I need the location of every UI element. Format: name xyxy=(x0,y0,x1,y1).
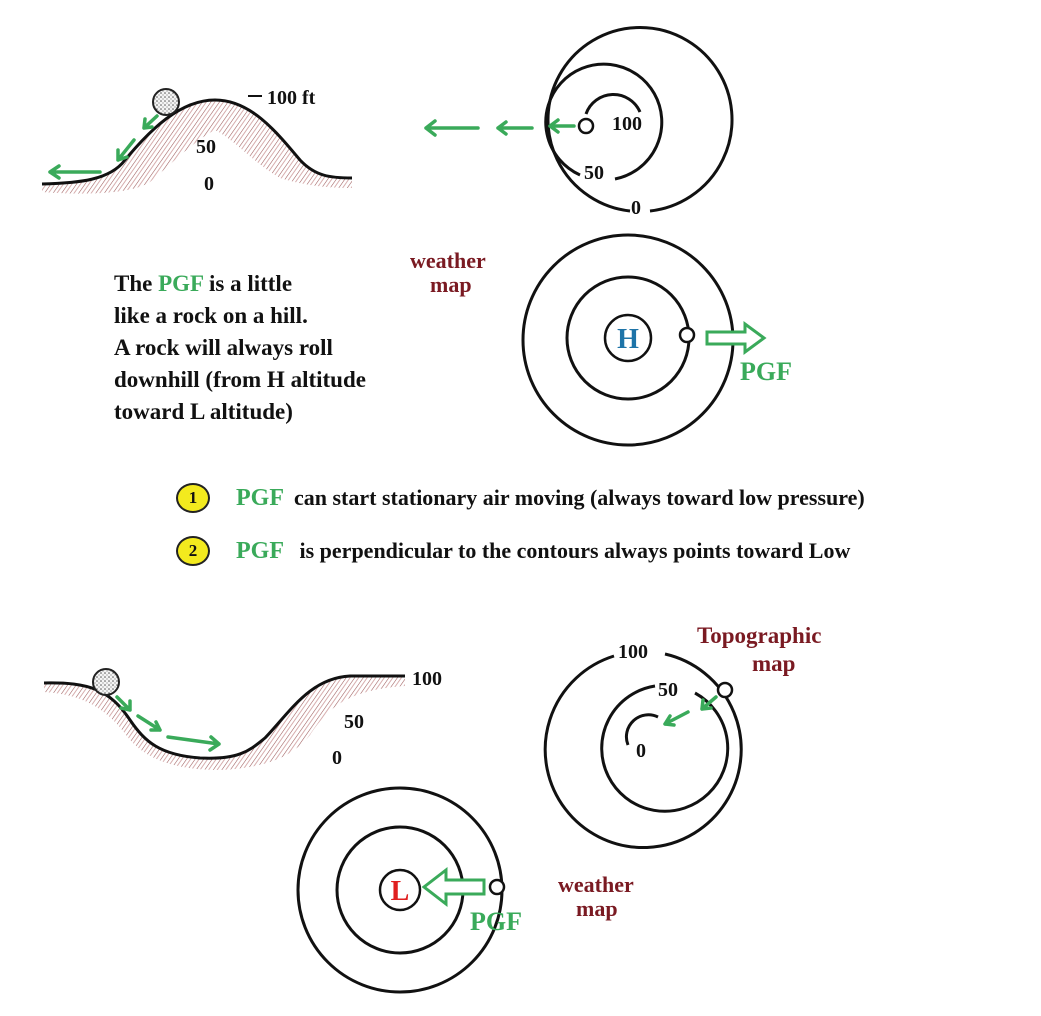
low-map-point xyxy=(488,878,506,896)
low-center-label: L xyxy=(391,876,410,907)
hill-arrow-3 xyxy=(48,164,102,180)
hill-contour-map xyxy=(544,26,734,213)
topo-map-point xyxy=(716,681,734,699)
statement-1: 1 PGF can start stationary air moving (a… xyxy=(176,480,865,516)
topo-contour-outer xyxy=(543,652,743,850)
high-map-point xyxy=(678,326,696,344)
paragraph-line-4: downhill (from H altitude xyxy=(114,367,366,392)
hill-arrow-1 xyxy=(142,114,159,130)
low-pressure-map xyxy=(296,786,506,994)
hill-map-label-mid: 50 xyxy=(584,162,604,184)
paragraph-line-1: The PGF is a little xyxy=(114,268,444,300)
weather-map-high-caption-line2: map xyxy=(430,272,472,297)
valley-arrow-1 xyxy=(115,695,132,712)
statement-1-number-badge: 1 xyxy=(176,483,210,513)
paragraph-line-3: A rock will always roll xyxy=(114,335,333,360)
low-center-ring xyxy=(378,868,422,912)
valley-rock-icon xyxy=(92,668,120,696)
hill-map-arrows xyxy=(424,118,576,137)
weather-map-low-caption-line2: map xyxy=(576,896,618,921)
hill-map-label-inner: 100 xyxy=(612,113,642,135)
high-pgf-arrow xyxy=(705,321,767,355)
high-center-label: H xyxy=(617,324,639,355)
statement-2-number-badge: 2 xyxy=(176,536,210,566)
paragraph-line-2: like a rock on a hill. xyxy=(114,303,308,328)
weather-map-high-caption-line1: weather xyxy=(410,248,486,273)
topo-map xyxy=(543,652,743,850)
topo-arrow-1 xyxy=(700,695,718,711)
hill-surface-line xyxy=(41,98,353,186)
topo-caption-line1: Topographic xyxy=(697,623,821,648)
high-center-ring xyxy=(603,313,653,363)
statement-2: 2 PGF is perpendicular to the contours a… xyxy=(176,533,850,569)
hill-label-mid: 50 xyxy=(196,136,216,158)
hill-cross-section: 100 ft 50 0 xyxy=(41,87,353,195)
hill-map-point xyxy=(577,117,595,135)
topo-arrow-2 xyxy=(663,710,690,727)
explanation-paragraph: The PGF is a little like a rock on a hil… xyxy=(114,268,444,428)
topo-contour-mid xyxy=(600,684,730,813)
hill-map-arrow-2 xyxy=(496,120,534,136)
paragraph-line-5: toward L altitude) xyxy=(114,399,293,424)
hill-map-arrow-1 xyxy=(548,118,576,134)
hill-contour-mid xyxy=(544,62,664,181)
hill-arrow-2 xyxy=(116,138,136,162)
statement-1-text: can start stationary air moving (always … xyxy=(294,485,865,510)
topo-label-mid: 50 xyxy=(658,679,678,701)
low-pgf-arrow xyxy=(421,866,486,908)
statement-1-term: PGF xyxy=(236,484,284,511)
topo-label-inner: 0 xyxy=(636,740,646,762)
weather-map-low-caption-line1: weather xyxy=(558,872,634,897)
valley-label-base: 0 xyxy=(332,747,342,769)
hill-label-base: 0 xyxy=(204,173,214,195)
statement-2-term: PGF xyxy=(236,537,284,564)
valley-ground-hatching xyxy=(44,676,405,770)
paragraph-pgf-term: PGF xyxy=(158,271,204,296)
valley-roll-arrows xyxy=(115,695,221,752)
hill-map-arrow-3 xyxy=(424,119,480,137)
topo-caption-line2: map xyxy=(752,651,795,676)
valley-label-mid: 50 xyxy=(344,711,364,733)
paragraph-line1-before: The xyxy=(114,271,159,296)
topo-contour-inner xyxy=(624,713,659,746)
hill-contour-outer xyxy=(546,26,734,213)
paragraph-line1-after: is a little xyxy=(203,271,293,296)
hill-label-top: 100 ft xyxy=(267,87,316,109)
valley-label-top: 100 xyxy=(412,668,442,690)
valley-cross-section: 100 50 0 xyxy=(43,668,442,770)
valley-arrow-3 xyxy=(166,735,221,752)
topo-label-outer: 100 xyxy=(618,641,648,663)
hill-map-label-outer: 0 xyxy=(631,197,641,219)
valley-arrow-2 xyxy=(136,714,162,732)
rock-icon xyxy=(152,88,180,116)
statement-2-text: is perpendicular to the contours always … xyxy=(294,538,851,563)
valley-surface-line xyxy=(43,674,405,760)
topo-arrows xyxy=(663,695,718,727)
high-pgf-label: PGF xyxy=(740,357,792,386)
hill-roll-arrows xyxy=(48,114,159,180)
hill-contour-inner xyxy=(584,93,642,115)
low-pgf-label: PGF xyxy=(470,907,522,936)
hill-ground-hatching xyxy=(42,100,352,194)
